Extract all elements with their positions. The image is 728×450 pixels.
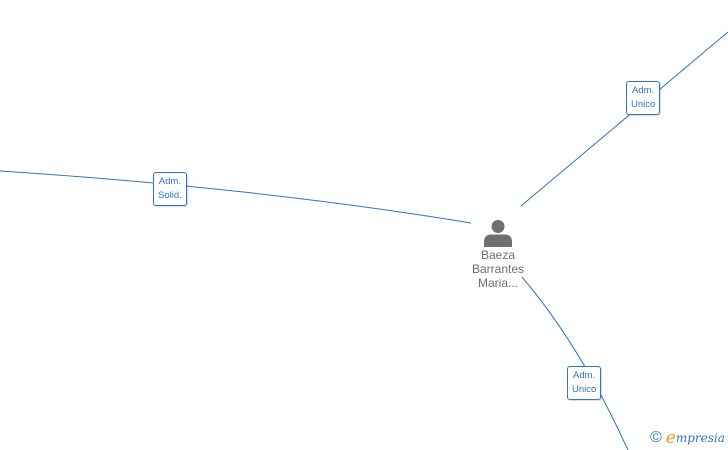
- edge-label-line: Unico: [631, 99, 656, 110]
- copyright-icon: ©: [650, 429, 662, 446]
- person-name-line: Barrantes: [471, 262, 525, 276]
- person-name-line: Baeza: [480, 248, 516, 262]
- brand-logo: © e mpresia: [650, 428, 725, 448]
- person-node[interactable]: Baeza Barrantes Maria...: [462, 218, 534, 290]
- edge-label-line: Adm.: [158, 176, 181, 187]
- edge-label-adm-unico-bottom[interactable]: Adm. Unico: [567, 366, 602, 400]
- edge-label-adm-solid[interactable]: Adm. Solid.: [153, 172, 187, 206]
- edge-label-adm-unico-top[interactable]: Adm. Unico: [626, 81, 661, 115]
- edge-line-solid: [0, 170, 472, 224]
- person-name-line: Maria...: [477, 276, 518, 290]
- edge-line-unico-top: [520, 31, 728, 207]
- edge-line-unico-bottom: [521, 276, 629, 450]
- edge-label-line: Adm.: [573, 370, 596, 381]
- brand-name: mpresia: [675, 431, 725, 445]
- brand-initial: e: [665, 428, 676, 448]
- edge-label-line: Solid.: [158, 190, 182, 201]
- edge-label-line: Unico: [572, 384, 597, 395]
- edge-label-line: Adm.: [632, 85, 655, 96]
- person-icon: [484, 220, 512, 247]
